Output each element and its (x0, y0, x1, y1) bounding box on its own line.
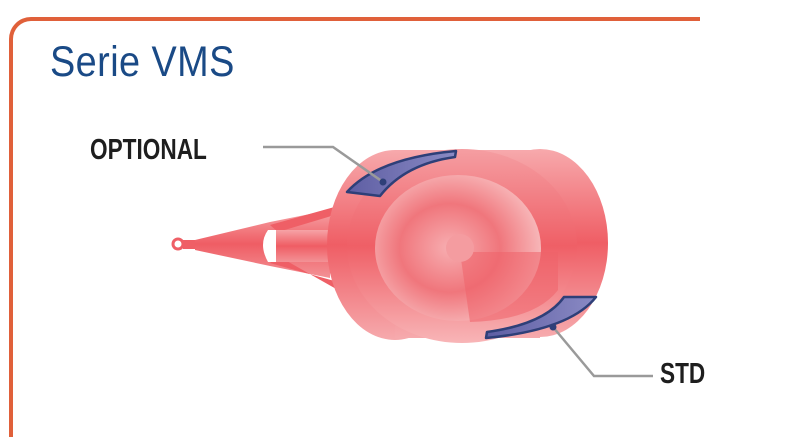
std-brake-shoe (484, 295, 598, 340)
hub (446, 234, 474, 262)
frame-end-mask (700, 17, 793, 21)
orange-frame-border (9, 17, 793, 437)
optional-leader-line (263, 145, 384, 184)
optional-label: OPTIONAL (90, 134, 207, 166)
vms-brake-diagram (171, 145, 653, 378)
page-title: Serie VMS (50, 38, 235, 86)
lever-arm (171, 206, 338, 290)
std-leader-line (552, 326, 653, 378)
std-label: STD (660, 358, 706, 390)
